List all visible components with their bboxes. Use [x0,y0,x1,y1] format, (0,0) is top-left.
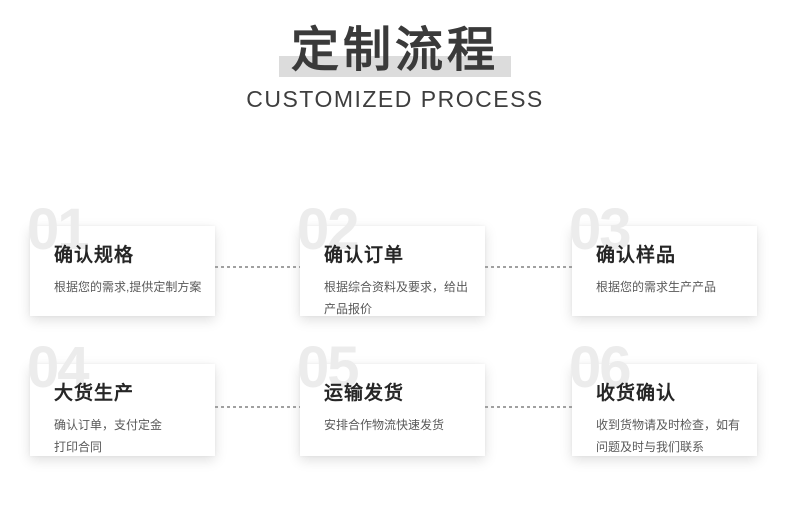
step-card-4: 04 大货生产 确认订单，支付定金 打印合同 [27,339,215,458]
step-number-4: 04 [27,335,89,400]
step-card-body: 确认订单 根据综合资料及要求，给出 产品报价 [300,226,485,320]
step-desc-line: 根据综合资料及要求，给出 [324,280,469,294]
step-card-5: 05 运输发货 安排合作物流快速发货 [297,339,485,456]
step-title-2: 确认订单 [324,245,405,266]
step-title-4: 大货生产 [54,383,135,404]
step-title-6: 收货确认 [596,383,677,404]
step-number-5: 05 [297,335,359,400]
step-card-body: 确认样品 根据您的需求生产产品 [572,226,757,298]
step-desc-5: 安排合作物流快速发货 [324,414,483,436]
step-desc-line: 收到货物请及时检查，如有 [596,418,741,432]
step-card-body: 大货生产 确认订单，支付定金 打印合同 [30,364,215,458]
connector-line-row2-a [215,406,300,408]
step-title-1: 确认规格 [54,245,135,266]
step-desc-line: 产品报价 [324,302,373,317]
step-number-1: 01 [27,197,89,262]
step-desc-3: 根据您的需求生产产品 [596,276,755,298]
step-desc-line: 打印合同 [54,440,103,455]
step-card-1: 01 确认规格 根据您的需求,提供定制方案 [27,201,215,316]
step-card-body: 收货确认 收到货物请及时检查，如有 问题及时与我们联系 [572,364,757,458]
connector-line-row1-b [485,266,572,268]
title-wrap: 定制流程 [0,0,790,82]
step-desc-line: 问题及时与我们联系 [596,440,705,455]
connector-line-row1-a [215,266,300,268]
step-card-body: 确认规格 根据您的需求,提供定制方案 [30,226,215,298]
section-title: 定制流程 [290,24,499,77]
section-header: 定制流程 CUSTOMIZED PROCESS [0,0,790,113]
step-desc-6: 收到货物请及时检查，如有 问题及时与我们联系 [596,414,755,458]
step-desc-2: 根据综合资料及要求，给出 产品报价 [324,276,483,320]
section-subtitle: CUSTOMIZED PROCESS [246,86,544,112]
step-desc-line: 根据您的需求,提供定制方案 [54,280,202,294]
step-desc-1: 根据您的需求,提供定制方案 [54,276,213,298]
step-number-6: 06 [569,335,631,400]
step-desc-line: 确认订单，支付定金 [54,418,163,432]
step-number-3: 03 [569,197,631,262]
step-card-3: 03 确认样品 根据您的需求生产产品 [569,201,757,316]
step-title-5: 运输发货 [324,383,405,404]
step-desc-line: 根据您的需求生产产品 [596,280,717,294]
step-card-6: 06 收货确认 收到货物请及时检查，如有 问题及时与我们联系 [569,339,757,458]
step-desc-4: 确认订单，支付定金 打印合同 [54,414,213,458]
title-highlight-band [279,56,511,77]
step-desc-line: 安排合作物流快速发货 [324,418,445,432]
step-card-2: 02 确认订单 根据综合资料及要求，给出 产品报价 [297,201,485,316]
step-title-3: 确认样品 [596,245,677,266]
step-number-2: 02 [297,197,359,262]
step-card-body: 运输发货 安排合作物流快速发货 [300,364,485,436]
connector-line-row2-b [485,406,572,408]
